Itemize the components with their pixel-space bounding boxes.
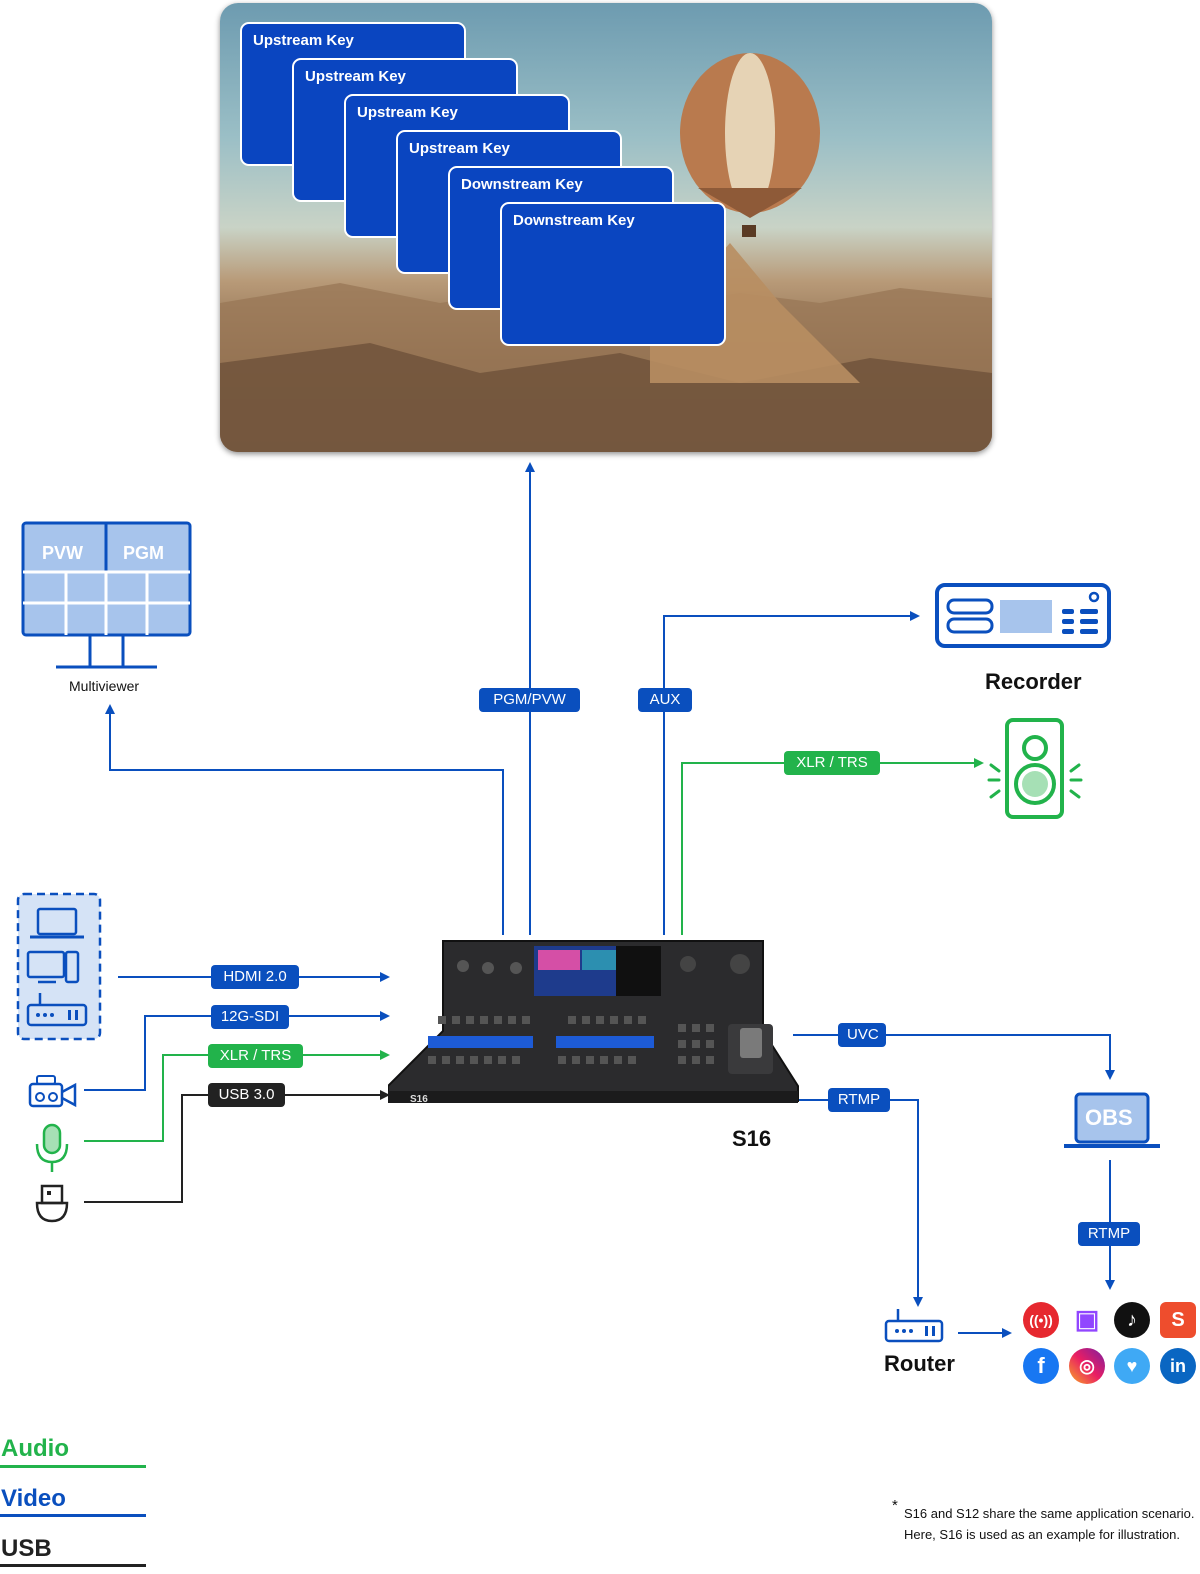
key-label: Upstream Key	[409, 140, 510, 157]
rtmp-device-line	[793, 1099, 923, 1307]
recorder-icon	[935, 583, 1111, 648]
periscope-icon: ♥	[1114, 1348, 1150, 1384]
tiktok-icon: ♪	[1114, 1302, 1150, 1338]
key-label: Upstream Key	[305, 68, 406, 85]
shopee-icon: S	[1160, 1302, 1196, 1338]
hdmi-tag: HDMI 2.0	[211, 965, 299, 989]
legend-usb-label: USB	[1, 1535, 52, 1562]
switcher-label: S16	[732, 1126, 772, 1151]
footnote-line-1: S16 and S12 share the same application s…	[904, 1506, 1195, 1521]
laptop-icon	[30, 907, 84, 939]
microphone-icon	[35, 1123, 69, 1172]
live-broadcast-icon: ((•))	[1023, 1302, 1059, 1338]
router-icon	[884, 1309, 944, 1343]
legend-video-label: Video	[1, 1485, 66, 1512]
legend-usb-line	[0, 1564, 146, 1567]
program-output-screen: Upstream Key Upstream Key Upstream Key U…	[220, 3, 992, 452]
rtmp-obs-tag: RTMP	[1078, 1222, 1140, 1246]
router-label: Router	[884, 1351, 955, 1376]
multiviewer-label: Multiviewer	[69, 678, 140, 694]
key-label: Upstream Key	[357, 104, 458, 121]
obs-laptop-icon	[1064, 1092, 1160, 1148]
sdi-tag: 12G-SDI	[211, 1005, 289, 1029]
speaker-icon	[987, 718, 1083, 819]
instagram-icon: ◎	[1069, 1348, 1105, 1384]
switcher-panel-text: S16	[410, 1094, 428, 1105]
sources-group	[16, 892, 102, 1041]
obs-label: OBS	[1085, 1105, 1133, 1130]
aux-tag: AUX	[638, 688, 692, 712]
legend-audio-label: Audio	[1, 1435, 69, 1462]
recorder-label: Recorder	[985, 669, 1082, 694]
switcher-s16-icon	[388, 940, 799, 1103]
key-label: Upstream Key	[253, 32, 354, 49]
footnote: * S16 and S12 share the same application…	[892, 1497, 1195, 1545]
usb-tag: USB 3.0	[208, 1083, 285, 1107]
uvc-tag: UVC	[838, 1023, 886, 1047]
multiviewer-line	[105, 704, 504, 935]
footnote-star: *	[892, 1497, 898, 1514]
xlr-trs-in-tag: XLR / TRS	[208, 1044, 303, 1068]
linkedin-icon: in	[1160, 1348, 1196, 1384]
legend-audio-line	[0, 1465, 146, 1468]
router-small-icon	[26, 993, 88, 1027]
key-label: Downstream Key	[513, 212, 635, 229]
camera-icon	[28, 1075, 77, 1108]
mouse-icon	[35, 1184, 69, 1223]
xlr-trs-out-tag: XLR / TRS	[784, 751, 880, 775]
footnote-line-2: Here, S16 is used as an example for illu…	[904, 1527, 1181, 1542]
downstream-key-2: Downstream Key	[500, 202, 726, 346]
facebook-icon: f	[1023, 1348, 1059, 1384]
twitch-icon: ▣	[1069, 1302, 1105, 1338]
desktop-icon	[26, 950, 80, 984]
pgm-label: PGM	[123, 543, 165, 563]
legend-video-line	[0, 1514, 146, 1517]
usb-line	[84, 1090, 390, 1203]
aux-line	[663, 611, 920, 935]
multiviewer-icon	[21, 521, 192, 669]
pgm-pvw-tag: PGM/PVW	[479, 688, 580, 712]
pvw-label: PVW	[42, 543, 84, 563]
key-label: Downstream Key	[461, 176, 583, 193]
speaker-line	[681, 758, 984, 935]
uvc-line	[793, 1034, 1115, 1080]
rtmp-device-tag: RTMP	[828, 1088, 890, 1112]
landscape-image	[220, 53, 992, 452]
